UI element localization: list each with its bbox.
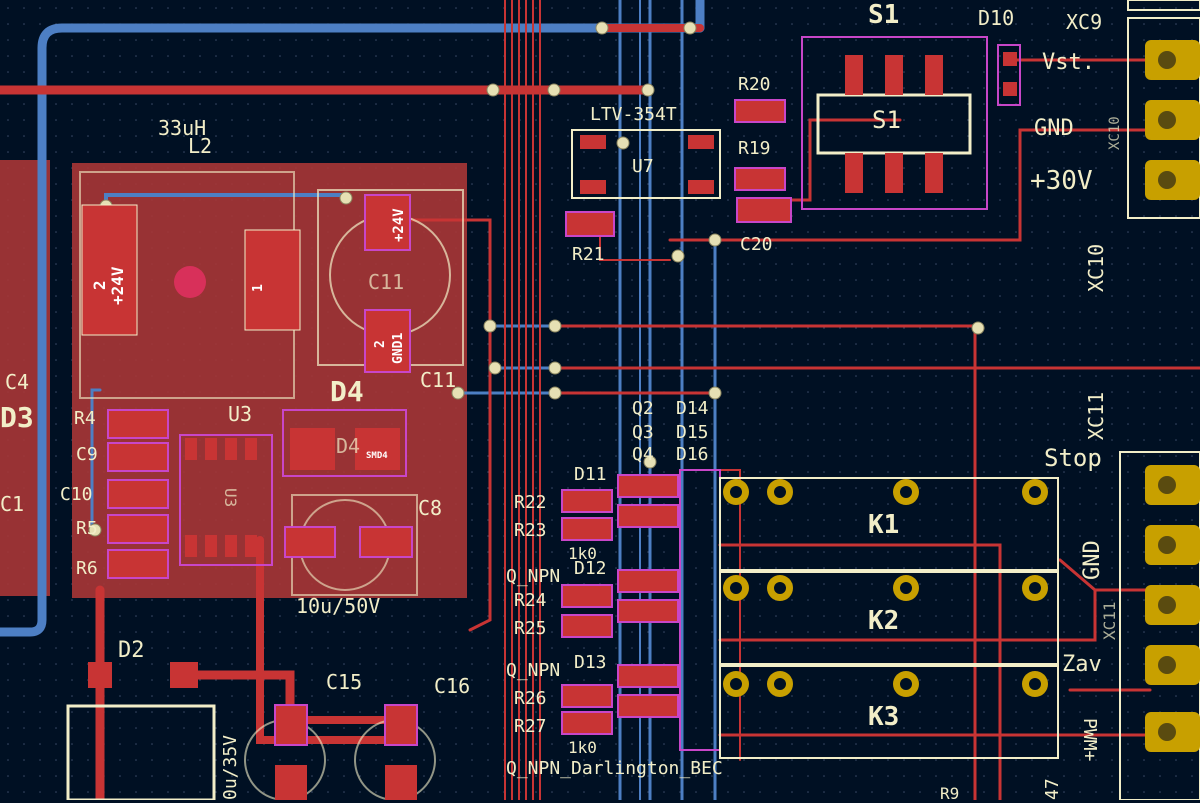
label-d13: D13 [574,652,607,673]
label-u3: U3 [228,402,253,426]
label-xc11-b: XC11 [1100,601,1119,640]
label-gnd-right: GND [1080,540,1105,580]
label-cap-value-2: 0u/35V [220,734,241,800]
label-d16: D16 [676,444,709,465]
label-k2: K2 [868,606,900,636]
driver-resistors[interactable] [561,474,679,735]
label-d3: D3 [0,401,34,434]
label-d15: D15 [676,422,709,443]
label-vst: Vst. [1042,50,1095,75]
vias [88,21,985,537]
label-c8: C8 [418,496,443,520]
label-r20: R20 [738,74,771,95]
label-ltv: LTV-354T [590,104,677,125]
label-zav: Zav [1062,652,1102,677]
label-q-npn-darlington: Q_NPN_Darlington_BEC [506,758,723,779]
label-gnd-top: GND [1034,116,1074,141]
label-d11: D11 [574,464,607,485]
label-r27: R27 [514,716,547,737]
back-copper-traces [0,0,717,800]
capacitor-c8[interactable] [284,494,418,596]
diode-d4[interactable] [282,409,407,477]
smd-resistors-top[interactable] [565,99,792,237]
label-r24: R24 [514,590,547,611]
label-c20: C20 [740,234,773,255]
label-smd: SMD4 [366,451,388,461]
label-cap-value: 10u/50V [296,594,381,618]
label-pwm: PWM+ [1079,718,1100,762]
label-s1-body: S1 [872,106,901,134]
label-r21: R21 [572,244,605,265]
label-pad-47: 47 [1042,778,1063,800]
label-xc10-b: XC10 [1107,116,1123,150]
label-q-npn-1: Q_NPN [506,566,561,587]
label-d4-pad: D4 [336,434,361,458]
label-c10: C10 [60,484,93,505]
label-30v: +30V [1030,166,1093,196]
capacitor-c15-c16[interactable] [244,704,436,800]
label-k3: K3 [868,702,900,732]
label-r22: R22 [514,492,547,513]
label-24v-left: +24V [108,266,127,305]
label-d14: D14 [676,398,709,419]
label-r-value-1: 1k0 [568,544,597,563]
capacitor-c11[interactable] [317,189,464,373]
label-stop: Stop [1044,444,1102,472]
label-k1: K1 [868,510,900,540]
diode-d2[interactable] [66,662,216,800]
label-d12: D12 [574,558,607,579]
label-q4: Q4 [632,444,654,465]
label-c1: C1 [0,492,25,516]
relay-k3[interactable] [719,665,1059,759]
label-pad-2a: 2 [90,280,109,290]
label-r6: R6 [76,558,98,579]
relay-k1[interactable] [719,477,1059,571]
relay-k2[interactable] [719,571,1059,665]
label-c16: C16 [434,674,471,698]
inductor-l2[interactable] [79,171,301,399]
label-xc9: XC9 [1066,10,1103,34]
label-r26: R26 [514,688,547,709]
label-c15: C15 [326,670,363,694]
label-24v-right: +24V [391,208,407,242]
label-r5: R5 [76,518,98,539]
label-q2: Q2 [632,398,654,419]
switch-s1[interactable] [801,36,988,210]
label-r4: R4 [74,408,96,429]
label-u3-body: U3 [221,488,240,508]
label-gnd1: GND1 [391,332,406,364]
label-pad-1: 1 [251,284,266,292]
label-r25: R25 [514,618,547,639]
ic-u3[interactable] [179,434,273,566]
smd-passives-left[interactable] [107,409,169,579]
label-xc10: XC10 [1084,243,1108,292]
label-d10: D10 [978,6,1015,30]
label-r23: R23 [514,520,547,541]
label-u7: U7 [632,156,654,177]
label-r9: R9 [940,784,960,803]
label-d2: D2 [118,638,145,663]
label-pad-2b: 2 [373,340,388,348]
label-r19: R19 [738,138,771,159]
label-c11: C11 [368,270,405,294]
connector-xc9[interactable] [1127,0,1200,219]
label-c11-b: C11 [420,368,457,392]
label-c9: C9 [76,444,98,465]
led-d10[interactable] [997,44,1021,106]
label-r-value-2: 1k0 [568,738,597,757]
label-s1: S1 [868,0,900,30]
label-c4: C4 [5,370,30,394]
label-l2: L2 [188,134,213,158]
label-inductor-value: 33uH [158,116,207,140]
label-q3: Q3 [632,422,654,443]
label-xc11: XC11 [1084,391,1108,440]
optocoupler-u7[interactable] [571,129,721,199]
label-q-npn-2: Q_NPN [506,660,561,681]
label-d4: D4 [330,375,364,408]
connector-xc11[interactable] [1119,451,1200,800]
